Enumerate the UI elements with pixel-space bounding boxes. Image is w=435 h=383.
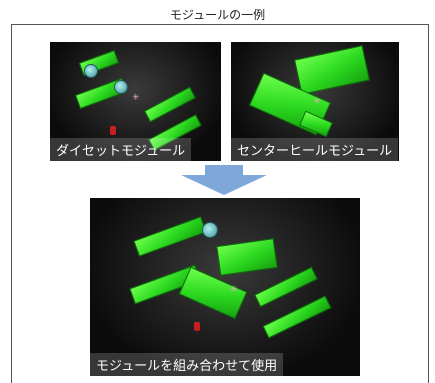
red-part (110, 126, 116, 135)
die-set-block (254, 266, 318, 308)
die-set-block (133, 216, 207, 257)
wheel-shape (114, 80, 128, 94)
spark-shape: ✳ (313, 97, 321, 107)
die-set-module-image: ✳ ダイセットモジュール (50, 42, 221, 161)
wheel-shape (84, 64, 98, 78)
red-part (194, 322, 200, 331)
center-heel-block (294, 45, 370, 95)
center-heel-block (216, 238, 278, 276)
die-set-caption: ダイセットモジュール (50, 138, 192, 161)
spark-shape: ✳ (230, 285, 238, 295)
center-heel-module-image: ✳ センターヒールモジュール (231, 42, 399, 161)
center-heel-caption: センターヒールモジュール (231, 138, 399, 161)
figure-frame (11, 24, 429, 383)
down-arrow-icon (181, 165, 267, 195)
wheel-shape (202, 222, 218, 238)
page-title: モジュールの一例 (169, 8, 266, 22)
combined-caption: モジュールを組み合わせて使用 (90, 353, 284, 376)
spark-shape: ✳ (132, 93, 140, 103)
combined-modules-image: ✳ モジュールを組み合わせて使用 (90, 198, 360, 376)
die-set-block (262, 295, 332, 339)
